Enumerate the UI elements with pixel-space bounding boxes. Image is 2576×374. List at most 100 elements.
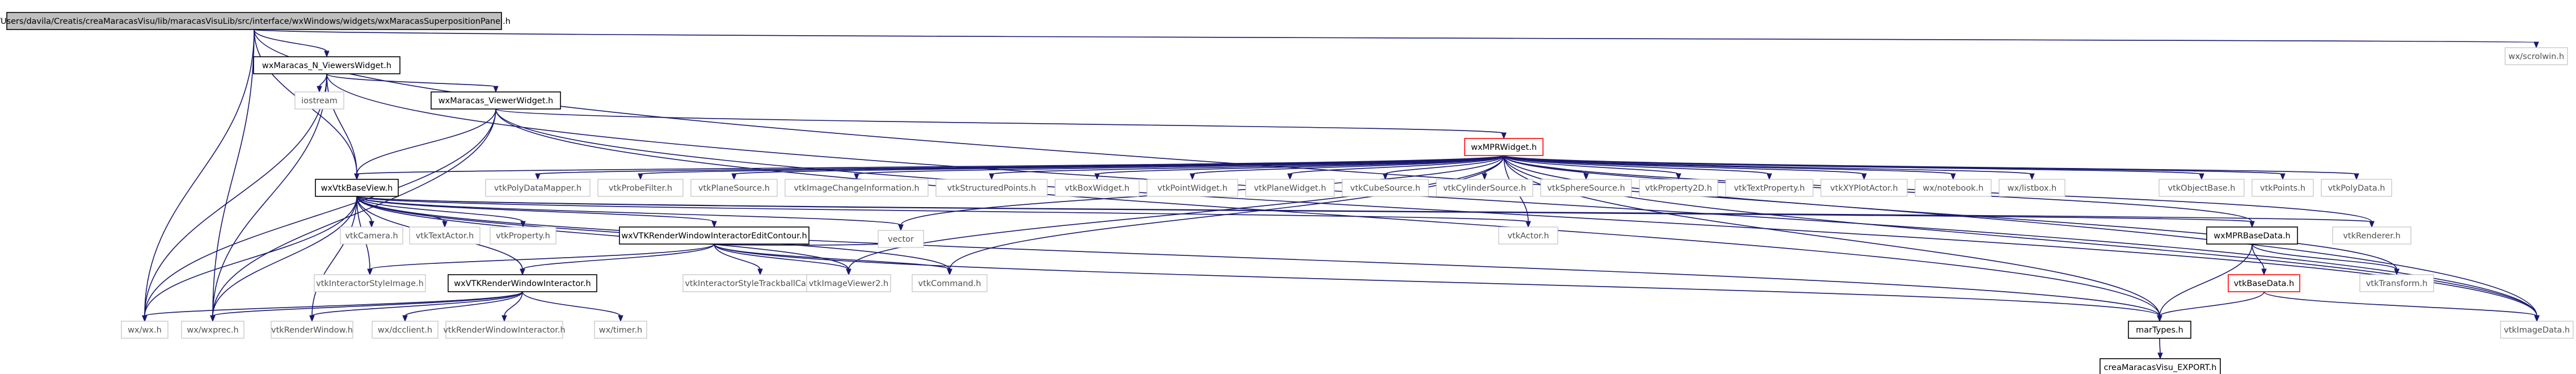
edge-martypes-to-export (2157, 338, 2163, 360)
node-xyplot: vtkXYPlotActor.h (1820, 179, 1908, 197)
edge-mpr-to-planew (1287, 155, 1504, 180)
node-label: iostream (301, 96, 338, 106)
node-label: vtkRenderer.h (2343, 232, 2400, 241)
node-rwi[interactable]: wxVTKRenderWindowInteractor.h (448, 274, 597, 292)
node-notebook: wx/notebook.h (1915, 179, 1992, 197)
edge-vtkbase-to-vector (356, 196, 904, 232)
node-root[interactable]: /Users/davila/Creatis/creaMaracasVisu/li… (0, 12, 511, 30)
edge-nviewers-to-imagedata (326, 73, 2540, 322)
node-probe: vtkProbeFilter.h (597, 179, 684, 197)
edge-mpr-to-structpts (989, 155, 1504, 180)
node-command: vtkCommand.h (912, 274, 988, 292)
edge-mpr-to-listbox (1503, 155, 2035, 180)
node-martypes[interactable]: marTypes.h (2128, 321, 2191, 339)
node-label: wxMaracas_ViewerWidget.h (439, 96, 554, 106)
edge-vtkbase-to-wxh (142, 196, 357, 322)
node-label: vtkPointWidget.h (1157, 184, 1228, 193)
node-editcontour[interactable]: wxVTKRenderWindowInteractorEditContour.h (619, 226, 810, 245)
node-textactor: vtkTextActor.h (409, 226, 480, 245)
edge-rwi-to-wxprec (210, 291, 523, 322)
node-label: /Users/davila/Creatis/creaMaracasVisu/li… (0, 17, 511, 26)
edge-editcontour-to-imgviewer2 (714, 243, 851, 276)
node-label: vtkSphereSource.h (1547, 184, 1625, 193)
node-label: wx/dcclient.h (378, 326, 432, 335)
node-textprop: vtkTextProperty.h (1725, 179, 1814, 197)
edge-mpr-to-prop2d (1503, 155, 1681, 180)
node-label: vtkInteractorStyleTrackballCamera.h (685, 279, 835, 288)
node-label: wx/wx.h (128, 326, 162, 335)
node-transform: vtkTransform.h (2359, 274, 2434, 292)
node-prop2d: vtkProperty2D.h (1639, 179, 1718, 197)
node-label: vtkPoints.h (2260, 184, 2305, 193)
node-label: marTypes.h (2136, 326, 2183, 335)
node-label: wxMPRWidget.h (1471, 143, 1537, 152)
node-label: vtkPolyDataMapper.h (494, 184, 581, 193)
node-imgviewer2: vtkImageViewer2.h (806, 274, 891, 292)
node-camera: vtkCamera.h (340, 226, 403, 245)
node-mpr[interactable]: wxMPRWidget.h (1464, 138, 1544, 156)
edge-mprbase-to-vtkbasedata (2252, 243, 2267, 276)
node-label: creaMaracasVisu_EXPORT.h (2104, 363, 2217, 372)
edge-editcontour-to-trackball (714, 243, 763, 276)
node-timer: wx/timer.h (594, 321, 647, 339)
node-wxh: wx/wx.h (121, 321, 168, 339)
node-label: vtkInteractorStyleImage.h (316, 279, 424, 288)
node-label: wx/listbox.h (2008, 184, 2057, 193)
edge-root-to-scrolwin (254, 29, 2539, 49)
node-renderer: vtkRenderer.h (2332, 226, 2411, 245)
node-label: wxMPRBaseData.h (2214, 232, 2291, 241)
node-label: wx/timer.h (599, 326, 643, 335)
node-label: wx/scrolwin.h (2508, 52, 2564, 61)
edges-layer (142, 29, 2540, 360)
node-imgchg: vtkImageChangeInformation.h (785, 179, 929, 197)
node-label: wx/wxprec.h (187, 326, 238, 335)
node-label: vtkTransform.h (2366, 279, 2428, 288)
node-export[interactable]: creaMaracasVisu_EXPORT.h (2099, 358, 2221, 374)
node-nviewers[interactable]: wxMaracas_N_ViewersWidget.h (253, 56, 400, 74)
edge-mpr-to-imgviewer2 (846, 155, 1504, 276)
edge-mpr-to-polydata (1503, 155, 2359, 180)
node-pointw: vtkPointWidget.h (1146, 179, 1238, 197)
node-mprbase[interactable]: wxMPRBaseData.h (2206, 226, 2298, 245)
edge-mpr-to-boxw (1094, 155, 1504, 180)
edge-mprbase-to-transform (2252, 243, 2400, 276)
node-vector: vector (878, 230, 924, 248)
node-planew: vtkPlaneWidget.h (1245, 179, 1335, 197)
node-label: vtkBoxWidget.h (1065, 184, 1129, 193)
node-styleimg: vtkInteractorStyleImage.h (314, 274, 426, 292)
node-iostream: iostream (294, 91, 344, 110)
node-actor: vtkActor.h (1498, 226, 1558, 245)
edge-mpr-to-imgchg (854, 155, 1504, 180)
node-imagedata: vtkImageData.h (2500, 321, 2574, 339)
node-vtkbasedata[interactable]: vtkBaseData.h (2228, 274, 2300, 292)
node-vtkrwi: vtkRenderWindowInteractor.h (443, 321, 566, 339)
node-cube: vtkCubeSource.h (1342, 179, 1429, 197)
node-label: vtkStructuredPoints.h (947, 184, 1036, 193)
node-cyl: vtkCylinderSource.h (1436, 179, 1533, 197)
edge-editcontour-to-styleimg (367, 243, 715, 276)
node-label: vtkTextProperty.h (1734, 184, 1805, 193)
node-vtkbase[interactable]: wxVtkBaseView.h (315, 179, 399, 197)
node-label: vector (888, 235, 914, 244)
edge-viewerw-to-vtkbase (354, 108, 496, 180)
edge-viewerw-to-mpr (495, 108, 1507, 140)
edge-rwi-to-dcclient (402, 291, 523, 322)
node-label: vtkProperty.h (496, 232, 550, 241)
edge-rwi-to-wxh (142, 291, 523, 322)
node-label: vtkObjectBase.h (2168, 184, 2236, 193)
edge-vtkbase-to-mprbase (356, 196, 2255, 228)
node-label: vtkActor.h (1507, 232, 1549, 241)
node-label: vtkImageViewer2.h (809, 279, 888, 288)
node-renderwin: vtkRenderWindow.h (271, 321, 353, 339)
node-label: vtkPlaneSource.h (698, 184, 770, 193)
node-plane: vtkPlaneSource.h (690, 179, 778, 197)
edge-mpr-to-cube (1382, 155, 1504, 180)
node-label: vtkCommand.h (918, 279, 981, 288)
node-label: vtkRenderWindow.h (271, 326, 353, 335)
node-label: vtkImageChangeInformation.h (794, 184, 919, 193)
node-structpts: vtkStructuredPoints.h (935, 179, 1048, 197)
node-viewerw[interactable]: wxMaracas_ViewerWidget.h (431, 91, 561, 110)
edge-vtkbase-to-editcontour (356, 196, 717, 228)
node-label: wx/notebook.h (1922, 184, 1983, 193)
edge-mpr-to-xyplot (1503, 155, 1867, 180)
